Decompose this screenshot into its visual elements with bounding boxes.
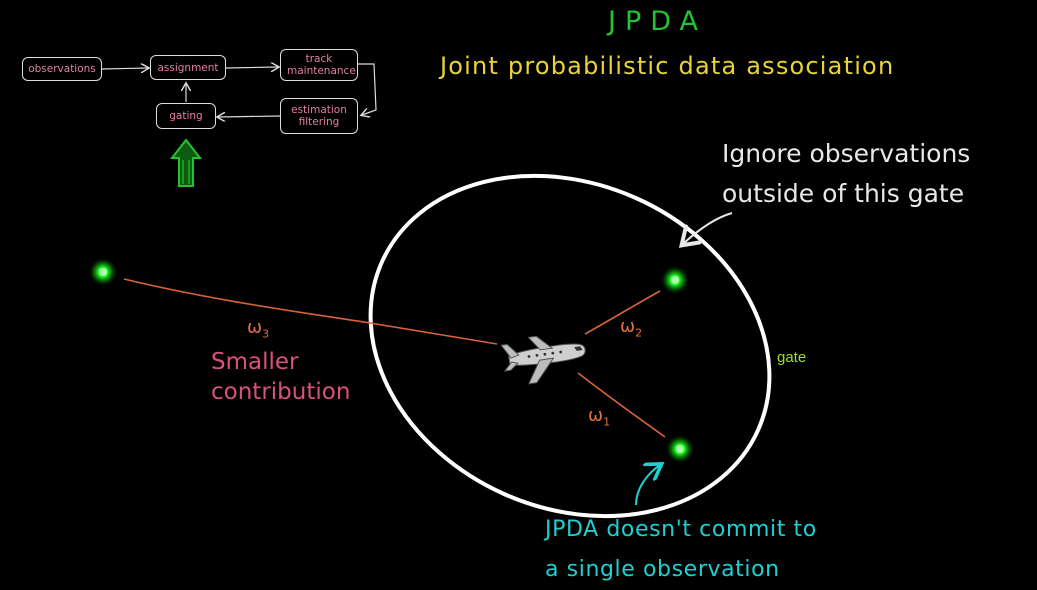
flowchart-node-observations: observations <box>22 57 102 81</box>
smaller-note-line1: Smaller <box>211 349 299 375</box>
gate-label: gate <box>777 349 807 366</box>
jpda-note: JPDA doesn't commit to a single observat… <box>545 510 817 590</box>
flowchart-node-estimation-filtering: estimation filtering <box>280 98 358 134</box>
ignore-note-line1: Ignore observations <box>722 139 971 168</box>
flowchart-node-label: assignment <box>157 61 219 74</box>
gate-ellipse <box>368 173 772 519</box>
ignore-note-line2: outside of this gate <box>722 179 965 208</box>
page-subtitle: Joint probabilistic data association <box>440 52 895 80</box>
flowchart-node-gating: gating <box>156 103 216 129</box>
smaller-contribution-note: Smaller contribution <box>211 347 350 407</box>
jpda-note-line1: JPDA doesn't commit to <box>545 517 817 542</box>
up-arrow-icon <box>169 138 203 187</box>
observation-points <box>88 257 695 464</box>
smaller-note-line2: contribution <box>211 379 351 405</box>
flowchart-node-label: track maintenance <box>287 53 356 77</box>
weight-label-w3: ω3 <box>247 317 269 341</box>
weight-lines <box>123 278 666 438</box>
jpda-arrow <box>635 465 660 506</box>
weight-subscript: 3 <box>262 327 270 341</box>
weight-label-w1: ω1 <box>588 405 610 429</box>
weight-label-w2: ω2 <box>620 316 642 340</box>
airplane-icon <box>500 335 586 385</box>
flowchart-node-label: observations <box>28 63 96 75</box>
ignore-note: Ignore observations outside of this gate <box>722 134 970 214</box>
ignore-arrow <box>683 212 733 244</box>
weight-symbol: ω <box>588 405 604 426</box>
flowchart-arrows <box>101 64 377 117</box>
weight-subscript: 2 <box>635 326 643 340</box>
jpda-note-line2: a single observation <box>545 557 780 582</box>
flowchart-node-assignment: assignment <box>150 55 226 80</box>
weight-symbol: ω <box>247 317 263 338</box>
weight-subscript: 1 <box>603 415 611 429</box>
flowchart-node-track-maintenance: track maintenance <box>280 49 358 81</box>
weight-symbol: ω <box>620 316 636 337</box>
page-title: JPDA <box>608 6 708 37</box>
flowchart-node-label: gating <box>169 110 203 122</box>
flowchart-node-label: estimation filtering <box>291 104 347 128</box>
